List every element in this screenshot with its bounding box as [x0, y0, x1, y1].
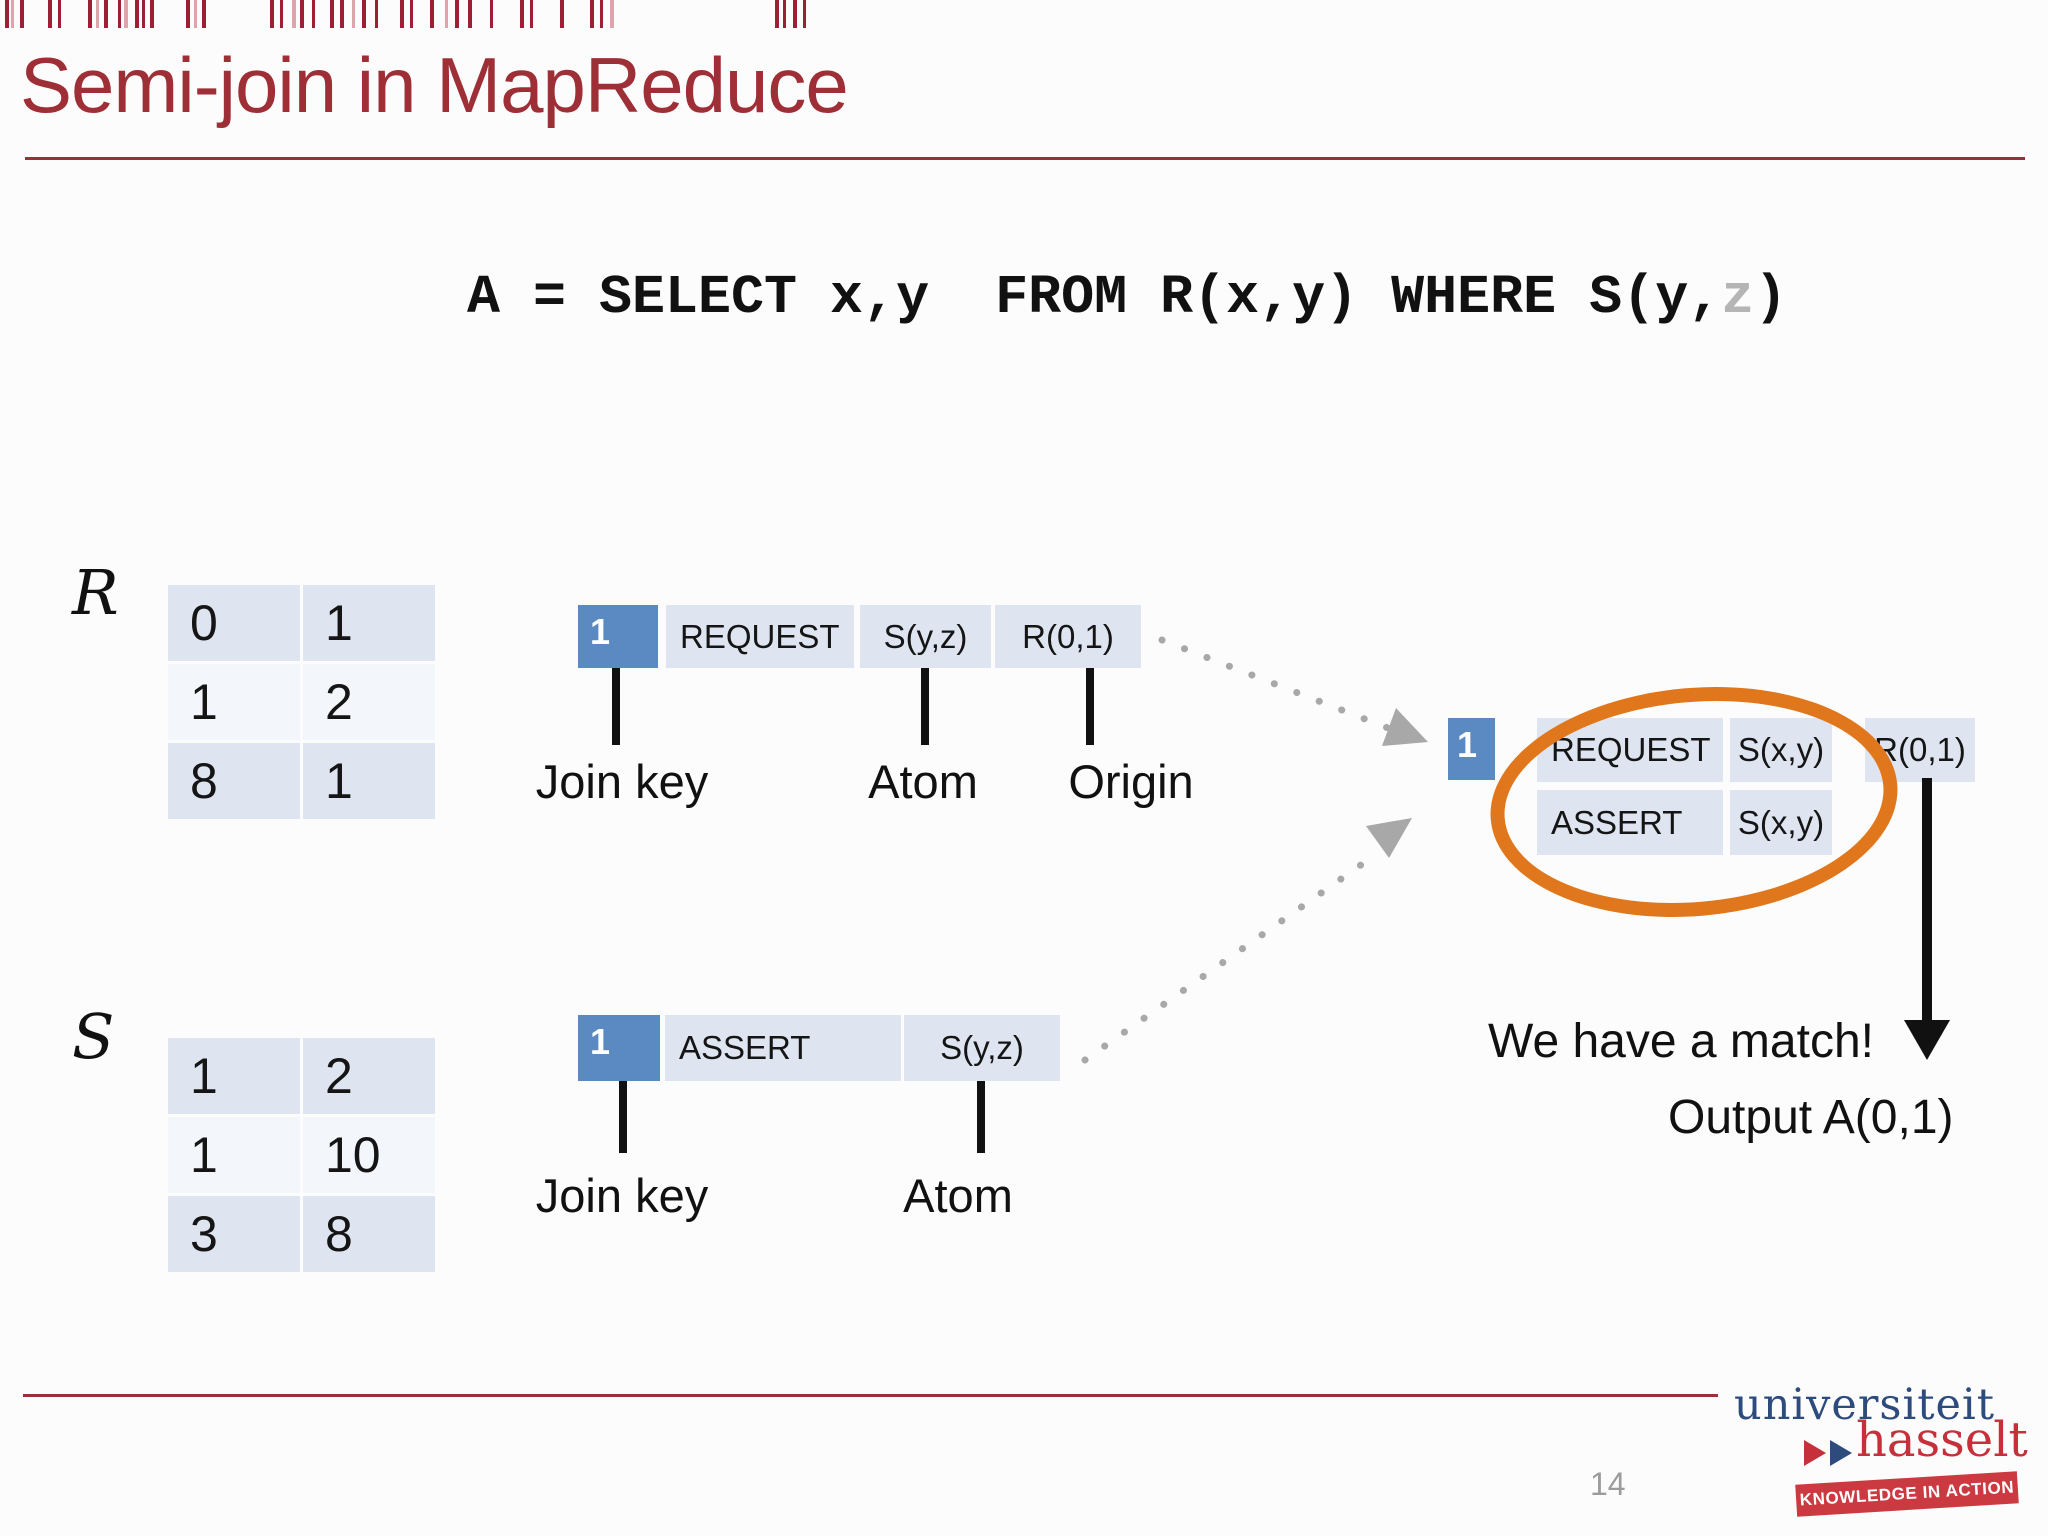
callout-line — [619, 1081, 627, 1153]
atom-callout: Atom — [868, 755, 978, 808]
assert-tuple-atom-cell: S(y,z) — [904, 1015, 1060, 1081]
match-highlight-ellipse — [1480, 670, 1908, 934]
table-row: 1 2 — [168, 664, 435, 740]
reduce-row-request-type-cell: REQUEST — [1537, 718, 1723, 782]
dotted-arrowhead-request — [1382, 708, 1428, 746]
barcode-decoration — [0, 0, 900, 28]
table-cell: 2 — [303, 1038, 435, 1114]
footer-rule — [23, 1394, 1718, 1397]
table-cell: 0 — [168, 585, 300, 661]
join-key-callout: Join key — [535, 1169, 709, 1222]
relation-s-table: 1 2 1 10 3 8 — [168, 1038, 435, 1275]
logo-red-triangle-icon — [1804, 1440, 1826, 1466]
reduce-row-assert-type-cell: ASSERT — [1537, 790, 1723, 855]
dotted-arrowhead-assert — [1366, 818, 1412, 858]
reduce-group-join-key-cell: 1 — [1448, 718, 1495, 780]
table-cell: 1 — [168, 664, 300, 740]
relation-s-label: S — [72, 1000, 115, 1073]
callout-line — [1086, 668, 1094, 745]
title-underline — [25, 157, 2025, 160]
relation-r-table: 0 1 1 2 8 1 — [168, 585, 435, 822]
table-cell: 2 — [303, 664, 435, 740]
callout-line — [977, 1081, 985, 1153]
dotted-arrow-request — [1158, 636, 1392, 732]
callout-line — [921, 668, 929, 745]
assert-tuple-type-cell: ASSERT — [665, 1015, 901, 1081]
slide-title: Semi-join in MapReduce — [20, 41, 849, 129]
output-annotation: Output A(0,1) — [1668, 1091, 1954, 1144]
table-cell: 8 — [303, 1196, 435, 1272]
table-cell: 8 — [168, 743, 300, 819]
logo-tagline-banner: KNOWLEDGE IN ACTION — [1795, 1471, 2019, 1517]
logo-universiteit-text: universiteit — [1734, 1380, 1996, 1430]
table-row: 0 1 — [168, 585, 435, 661]
table-row: 1 10 — [168, 1117, 435, 1193]
request-tuple-atom-cell: S(y,z) — [860, 605, 991, 668]
table-row: 8 1 — [168, 743, 435, 819]
output-arrow-shaft — [1922, 778, 1932, 1023]
reduce-row-request-atom-cell: S(x,y) — [1730, 718, 1832, 782]
logo-hasselt-text: hasselt — [1856, 1412, 2028, 1468]
reduce-row-assert-atom-cell: S(x,y) — [1730, 790, 1832, 855]
query-text: A = SELECT x,y FROM R(x,y) WHERE S(y, — [467, 266, 1722, 329]
table-row: 3 8 — [168, 1196, 435, 1272]
query-faded-variable: z — [1721, 266, 1755, 329]
logo-blue-triangle-icon — [1830, 1440, 1852, 1466]
match-annotation: We have a match! — [1488, 1015, 1874, 1068]
request-tuple-type-cell: REQUEST — [666, 605, 854, 668]
atom-callout: Atom — [903, 1169, 1013, 1222]
table-cell: 3 — [168, 1196, 300, 1272]
page-number: 14 — [1590, 1466, 1626, 1502]
relation-r-label: R — [72, 556, 119, 629]
query-close-paren: ) — [1754, 266, 1788, 329]
request-tuple-origin-cell: R(0,1) — [995, 605, 1141, 668]
callout-line — [612, 668, 620, 745]
table-cell: 1 — [168, 1038, 300, 1114]
table-cell: 10 — [303, 1117, 435, 1193]
table-row: 1 2 — [168, 1038, 435, 1114]
reduce-row-request-origin-cell: R(0,1) — [1865, 718, 1975, 782]
request-tuple-join-key-cell: 1 — [578, 605, 658, 668]
join-key-callout: Join key — [535, 755, 709, 808]
dotted-arrow-assert — [1081, 858, 1369, 1064]
table-cell: 1 — [168, 1117, 300, 1193]
query-expression: A = SELECT x,y FROM R(x,y) WHERE S(y,z) — [467, 266, 1787, 329]
output-arrow-head — [1904, 1020, 1950, 1060]
table-cell: 1 — [303, 743, 435, 819]
table-cell: 1 — [303, 585, 435, 661]
assert-tuple-join-key-cell: 1 — [578, 1015, 660, 1081]
origin-callout: Origin — [1068, 755, 1194, 808]
university-logo: universiteit hasselt KNOWLEDGE IN ACTION — [1726, 1376, 2038, 1528]
